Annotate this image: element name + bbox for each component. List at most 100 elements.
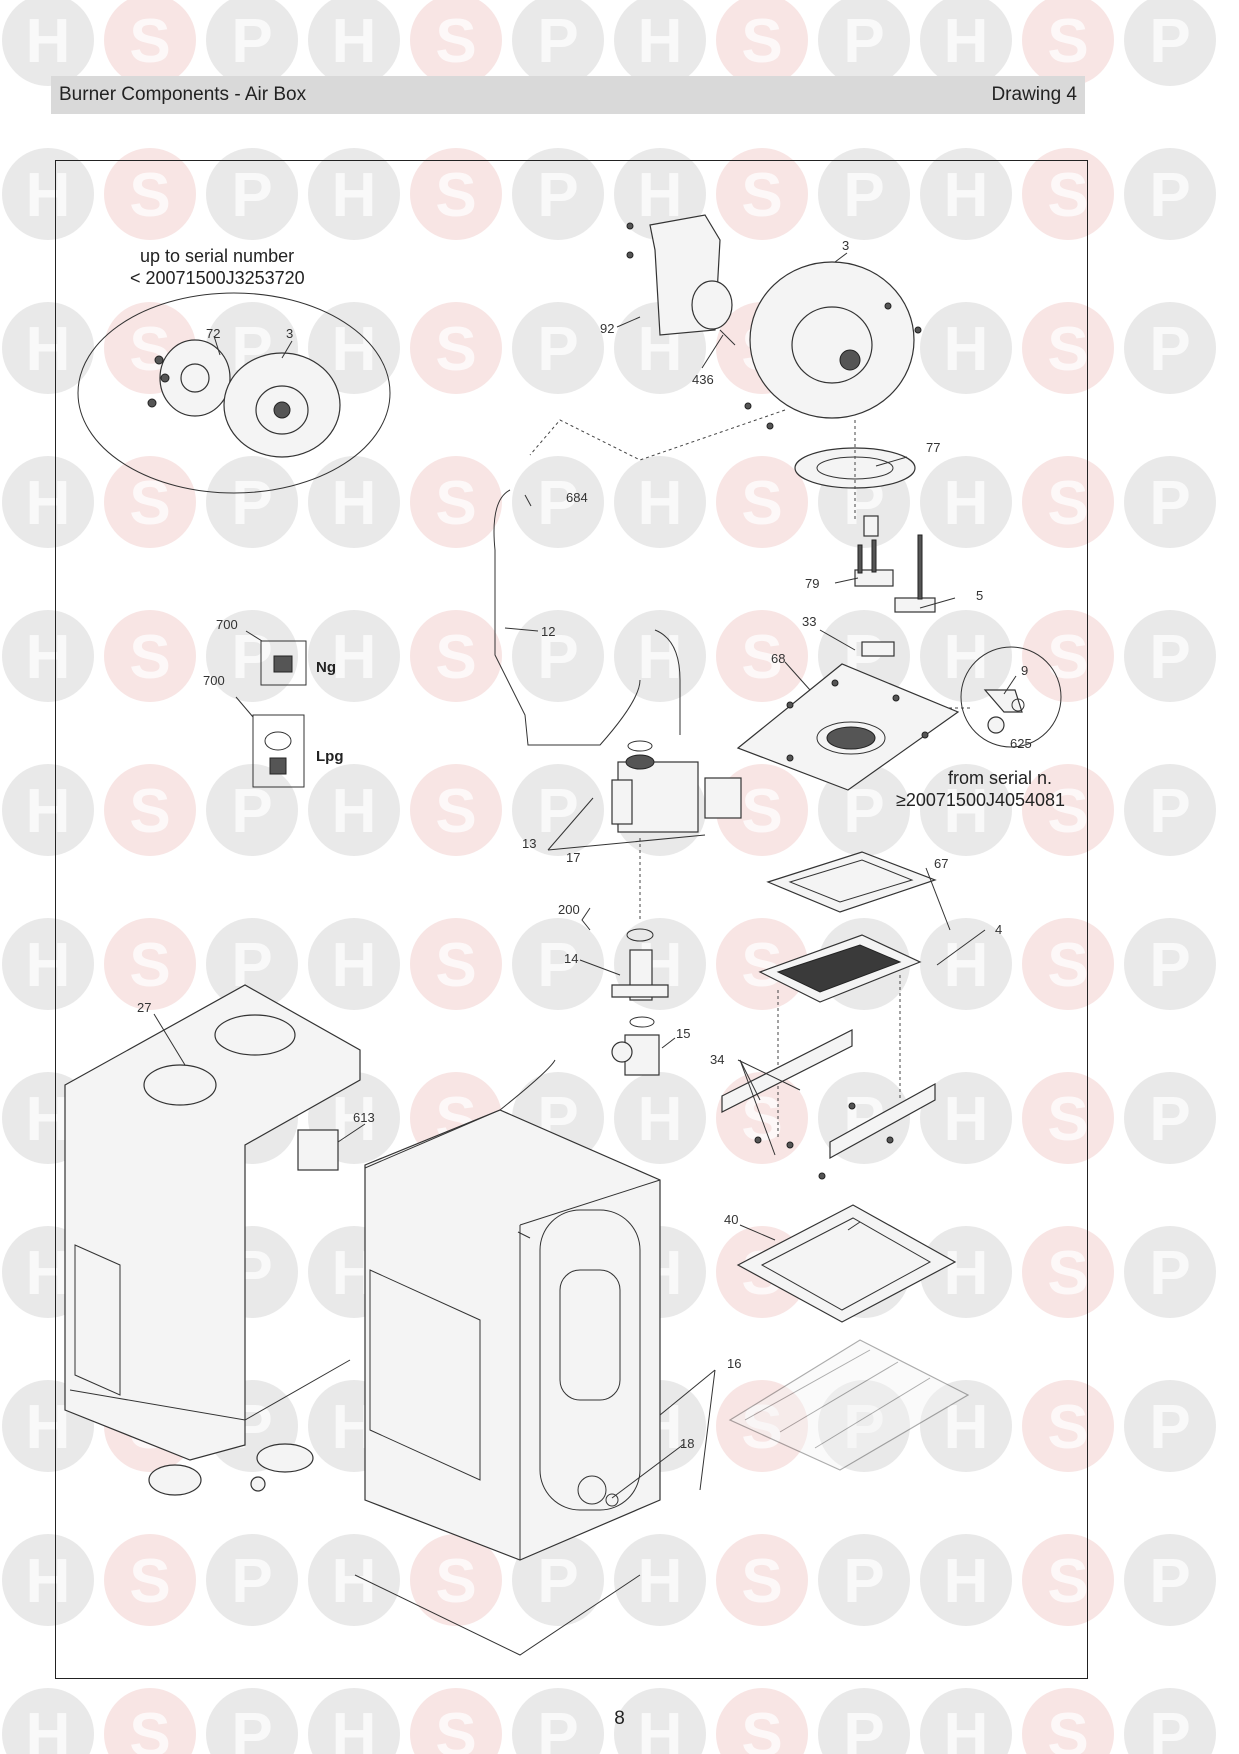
watermark-letter: P — [537, 777, 578, 846]
part-label-79: 79 — [805, 576, 819, 591]
watermark-letter: S — [435, 931, 476, 1000]
watermark-letter: P — [537, 931, 578, 1000]
watermark-circle — [1124, 1072, 1216, 1164]
watermark-circle — [512, 610, 604, 702]
watermark-circle — [716, 456, 808, 548]
gas-inlet-elbow — [611, 949, 669, 1001]
part-label-72: 72 — [206, 326, 220, 341]
part-label-77: 77 — [926, 440, 940, 455]
watermark-letter: H — [26, 1701, 71, 1754]
lpg-label: Lpg — [316, 748, 344, 765]
watermark-circle — [104, 456, 196, 548]
watermark-letter: S — [1047, 1393, 1088, 1462]
part-label-4: 4 — [995, 922, 1002, 937]
watermark-circle — [1124, 918, 1216, 1010]
watermark-letter: H — [26, 931, 71, 1000]
watermark-letter: H — [944, 161, 989, 230]
watermark-letter: H — [944, 1085, 989, 1154]
watermark-letter: P — [537, 1547, 578, 1616]
gas-cock — [611, 1034, 660, 1076]
gas-supply-pipe — [493, 489, 641, 746]
watermark-circle — [512, 918, 604, 1010]
watermark-circle — [206, 148, 298, 240]
watermark-circle — [410, 148, 502, 240]
watermark-circle — [104, 148, 196, 240]
part-label-16: 16 — [727, 1356, 741, 1371]
watermark-circle — [2, 610, 94, 702]
watermark-letter: S — [129, 623, 170, 692]
watermark-letter: P — [231, 777, 272, 846]
watermark-circle — [308, 0, 400, 86]
part-label-14: 14 — [564, 951, 578, 966]
ng-injector-box — [260, 640, 307, 686]
watermark-circle — [1022, 302, 1114, 394]
legacy-fan-assembly — [147, 339, 341, 458]
watermark-letter: H — [26, 1393, 71, 1462]
burner-support-bars — [721, 1029, 936, 1180]
watermark-letter: H — [332, 777, 377, 846]
washer-200 — [626, 928, 654, 942]
watermark-letter: H — [944, 1393, 989, 1462]
watermark-circle — [614, 0, 706, 86]
watermark-letter: S — [435, 161, 476, 230]
burner-assembly — [728, 1339, 970, 1471]
watermark-letter: H — [332, 1085, 377, 1154]
grommets — [148, 1443, 314, 1496]
part-label-684: 684 — [566, 490, 588, 505]
watermark-circle — [206, 610, 298, 702]
watermark-circle — [206, 1688, 298, 1754]
watermark-letter: P — [1149, 623, 1190, 692]
watermark-circle — [410, 302, 502, 394]
watermark-letter: S — [1047, 1085, 1088, 1154]
watermark-letter: S — [435, 7, 476, 76]
watermark-letter: P — [231, 7, 272, 76]
burner-gasket — [766, 851, 937, 913]
watermark-letter: S — [435, 1701, 476, 1754]
watermark-circle — [1022, 1072, 1114, 1164]
watermark-letter: H — [944, 1239, 989, 1308]
watermark-circle — [512, 302, 604, 394]
watermark-letter: H — [26, 469, 71, 538]
watermark-circle — [410, 610, 502, 702]
watermark-letter: P — [1149, 469, 1190, 538]
watermark-letter: S — [435, 1547, 476, 1616]
watermark-letter: P — [231, 469, 272, 538]
watermark-circle — [206, 1534, 298, 1626]
watermark-letter: S — [129, 931, 170, 1000]
upper-seal — [364, 1059, 556, 1169]
part-label-68: 68 — [771, 651, 785, 666]
watermark-letter: P — [843, 161, 884, 230]
watermark-circle — [1022, 764, 1114, 856]
watermark-circle — [410, 1534, 502, 1626]
watermark-circle — [308, 1534, 400, 1626]
watermark-circle — [920, 1380, 1012, 1472]
watermark-circle — [1124, 0, 1216, 86]
up-to-serial-number: < 20071500J3253720 — [130, 268, 305, 288]
fan-and-air-box — [626, 214, 922, 430]
watermark-letter: S — [129, 7, 170, 76]
watermark-circle — [410, 0, 502, 86]
watermark-circle — [1124, 1534, 1216, 1626]
watermark-letter: H — [638, 623, 683, 692]
watermark-circle — [920, 1072, 1012, 1164]
part-label-18: 18 — [680, 1436, 694, 1451]
watermark-letter: S — [741, 1393, 782, 1462]
front-casing — [364, 1109, 661, 1561]
watermark-letter: S — [1047, 931, 1088, 1000]
from-serial-label: from serial n. — [948, 768, 1052, 788]
watermark-circle — [716, 1380, 808, 1472]
valve-o-ring — [627, 740, 653, 752]
air-box-chassis — [64, 984, 361, 1461]
gas-valve — [611, 754, 742, 833]
watermark-circle — [614, 1072, 706, 1164]
up-to-serial-label: up to serial number — [140, 246, 294, 266]
watermark-circle — [716, 610, 808, 702]
watermark-circle — [2, 1534, 94, 1626]
part-label-700-ng: 700 — [216, 617, 238, 632]
watermark-circle — [308, 148, 400, 240]
watermark-circle — [308, 302, 400, 394]
watermark-circle — [1124, 148, 1216, 240]
part-label-34: 34 — [710, 1052, 724, 1067]
watermark-letter: H — [332, 7, 377, 76]
watermark-circle — [920, 456, 1012, 548]
